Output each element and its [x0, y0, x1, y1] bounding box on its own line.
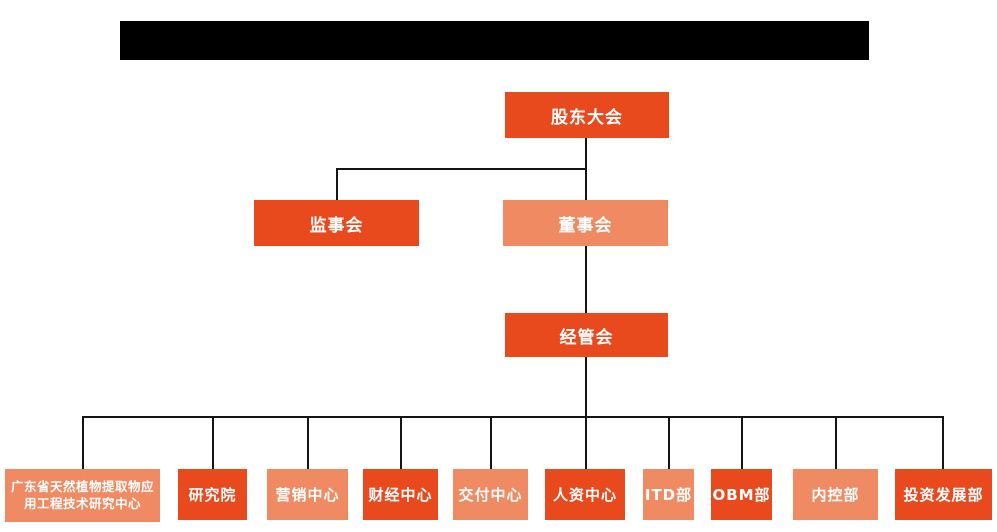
connector-drop-finance-center — [400, 416, 402, 469]
node-delivery-center: 交付中心 — [453, 469, 528, 520]
node-hr-center: 人资中心 — [545, 469, 625, 520]
connector-supervisory-drop — [336, 168, 338, 201]
connector-drop-itd-dept — [668, 416, 670, 469]
node-investment-development-dept: 投资发展部 — [895, 469, 992, 520]
connector-drop-investment-dev-dept — [942, 416, 944, 469]
node-finance-center: 财经中心 — [363, 469, 438, 520]
node-itd-dept: ITD部 — [643, 469, 694, 520]
connector-drop-guangdong-center — [82, 416, 84, 469]
node-marketing-center: 营销中心 — [267, 469, 348, 520]
connector-drop-research-institute — [212, 416, 214, 469]
connector-bus-horizontal — [82, 416, 944, 418]
connector-board-to-management — [585, 246, 587, 314]
node-obm-dept: OBM部 — [711, 469, 772, 520]
node-supervisory-board: 监事会 — [254, 200, 419, 246]
connector-drop-marketing-center — [307, 416, 309, 469]
node-board-of-directors: 董事会 — [503, 200, 668, 246]
connector-management-to-bus — [585, 357, 587, 417]
node-management-committee: 经管会 — [505, 313, 668, 357]
connector-drop-internal-control-dept — [835, 416, 837, 469]
node-shareholders-meeting: 股东大会 — [505, 92, 669, 138]
redacted-title-bar — [120, 21, 869, 60]
node-guangdong-research-center: 广东省天然植物提取物应用工程技术研究中心 — [5, 469, 160, 522]
connector-drop-hr-center — [585, 416, 587, 469]
node-research-institute: 研究院 — [178, 469, 247, 520]
node-internal-control-dept: 内控部 — [793, 469, 878, 520]
connector-branch-horizontal — [336, 168, 587, 170]
connector-drop-obm-dept — [741, 416, 743, 469]
connector-drop-delivery-center — [490, 416, 492, 469]
